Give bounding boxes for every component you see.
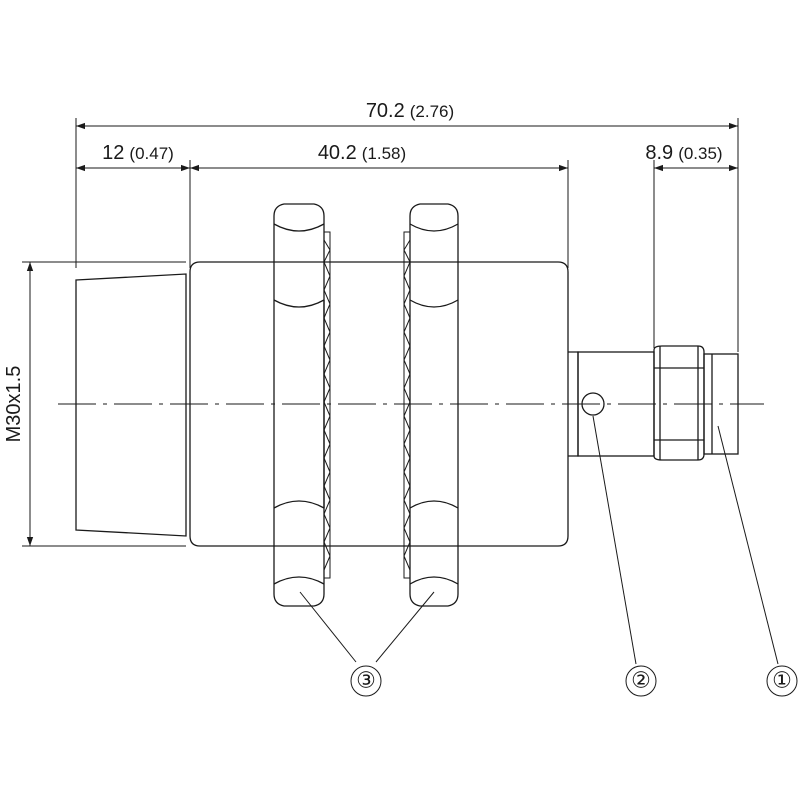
sensing-face	[75, 273, 187, 537]
connector-body	[653, 345, 705, 461]
threaded-housing	[189, 261, 569, 547]
lock-washer-1	[323, 231, 331, 579]
overall-dimension-label: 70.2(2.76)	[366, 100, 454, 122]
callout-led: ②	[625, 665, 657, 697]
callout-connector: ①	[766, 665, 798, 697]
leader-lines	[299, 415, 779, 665]
lock-washer-2	[403, 231, 411, 579]
mounting-nut-1	[273, 203, 325, 607]
svg-text:③: ③	[356, 669, 376, 694]
thread-dimension-label: 40.2(1.58)	[318, 142, 406, 164]
extension-lines	[22, 118, 739, 547]
mounting-nut-2	[409, 203, 459, 607]
callout-nuts: ③	[350, 665, 382, 697]
dimension-lines	[26, 122, 738, 546]
face-dimension-label: 12(0.47)	[102, 142, 174, 164]
svg-text:①: ①	[772, 669, 792, 694]
connector-dimension-label: 8.9(0.35)	[645, 142, 722, 164]
diameter-dimension-label: M30x1.5	[3, 366, 25, 443]
svg-text:②: ②	[631, 669, 651, 694]
